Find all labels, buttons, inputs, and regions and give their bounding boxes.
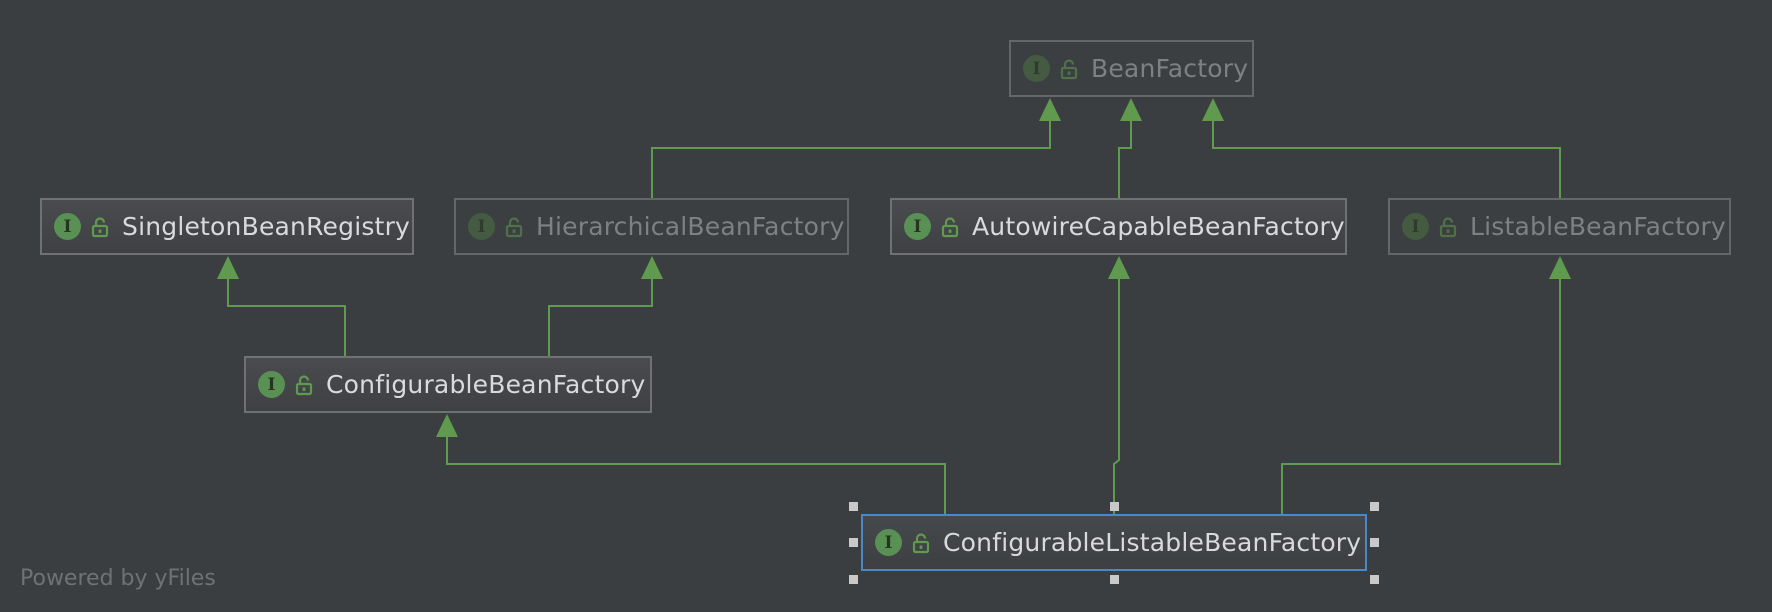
node-bean-factory[interactable]: I BeanFactory <box>1009 40 1254 97</box>
node-configurable-listable-bean-factory[interactable]: I ConfigurableListableBeanFactory <box>861 514 1367 571</box>
public-lock-icon <box>937 214 963 240</box>
interface-icon: I <box>904 213 931 240</box>
node-hierarchical-bean-factory[interactable]: I HierarchicalBeanFactory <box>454 198 849 255</box>
edge-configurable-listable-bean-factory-to-listable-bean-factory <box>1281 256 1571 514</box>
interface-icon: I <box>258 371 285 398</box>
inheritance-arrowhead <box>436 414 458 437</box>
edge-listable-bean-factory-to-bean-factory <box>1202 98 1561 198</box>
edge-configurable-listable-bean-factory-to-configurable-bean-factory <box>436 414 946 514</box>
node-autowire-capable-bean-factory[interactable]: I AutowireCapableBeanFactory <box>890 198 1347 255</box>
inheritance-arrowhead <box>1039 98 1061 121</box>
inheritance-arrowhead <box>641 256 663 279</box>
selection-handle[interactable] <box>849 575 858 584</box>
public-lock-icon <box>1056 56 1082 82</box>
selection-handle[interactable] <box>1110 502 1119 511</box>
yfiles-watermark: Powered by yFiles <box>20 566 216 591</box>
interface-icon: I <box>875 529 902 556</box>
node-listable-bean-factory[interactable]: I ListableBeanFactory <box>1388 198 1731 255</box>
selection-handle[interactable] <box>849 502 858 511</box>
interface-icon: I <box>1402 213 1429 240</box>
interface-icon: I <box>468 213 495 240</box>
node-label: SingletonBeanRegistry <box>122 212 411 241</box>
selection-handle[interactable] <box>1370 575 1379 584</box>
node-label: HierarchicalBeanFactory <box>536 212 845 241</box>
edge-configurable-bean-factory-to-singleton-bean-registry <box>217 256 346 356</box>
edge-configurable-bean-factory-to-hierarchical-bean-factory <box>548 256 663 356</box>
public-lock-icon <box>291 372 317 398</box>
public-lock-icon <box>87 214 113 240</box>
selection-handle[interactable] <box>849 538 858 547</box>
interface-icon: I <box>54 213 81 240</box>
inheritance-arrowhead <box>217 256 239 279</box>
public-lock-icon <box>908 530 934 556</box>
node-label: ConfigurableListableBeanFactory <box>943 528 1362 557</box>
selection-handle[interactable] <box>1110 575 1119 584</box>
node-label: BeanFactory <box>1091 54 1249 83</box>
inheritance-arrowhead <box>1549 256 1571 279</box>
inheritance-arrowhead <box>1202 98 1224 121</box>
node-label: ListableBeanFactory <box>1470 212 1727 241</box>
public-lock-icon <box>501 214 527 240</box>
node-label: AutowireCapableBeanFactory <box>972 212 1345 241</box>
selection-handle[interactable] <box>1370 538 1379 547</box>
edge-autowire-capable-bean-factory-to-bean-factory <box>1118 98 1142 198</box>
edge-hierarchical-bean-factory-to-bean-factory <box>651 98 1061 198</box>
inheritance-arrowhead <box>1108 256 1130 279</box>
edge-configurable-listable-bean-factory-to-autowire-capable-bean-factory <box>1108 256 1130 514</box>
node-label: ConfigurableBeanFactory <box>326 370 646 399</box>
selection-handle[interactable] <box>1370 502 1379 511</box>
node-configurable-bean-factory[interactable]: I ConfigurableBeanFactory <box>244 356 652 413</box>
interface-icon: I <box>1023 55 1050 82</box>
inheritance-arrowhead <box>1120 98 1142 121</box>
node-singleton-bean-registry[interactable]: I SingletonBeanRegistry <box>40 198 414 255</box>
public-lock-icon <box>1435 214 1461 240</box>
